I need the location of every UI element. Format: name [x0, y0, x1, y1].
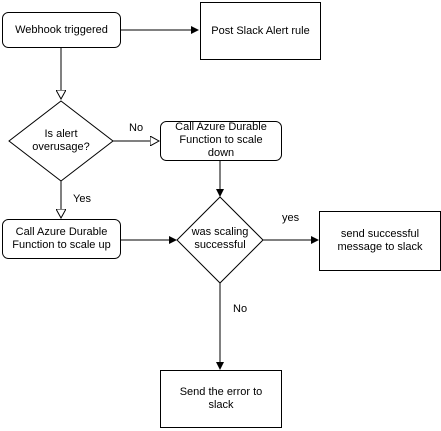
was-scaling-successful-label: was scaling successful — [191, 226, 249, 251]
send-error-node-label: Send the error to slack — [179, 386, 263, 411]
webhook-node-label: Webhook triggered — [15, 23, 108, 36]
edge-label-yes-scale-up: Yes — [72, 193, 92, 206]
post-slack-rule-node-label: Post Slack Alert rule — [211, 24, 310, 37]
send-success-node-shape — [319, 211, 441, 271]
post-slack-rule-node-shape — [200, 2, 321, 60]
send-success-node-label: send successful message to slack — [337, 228, 423, 253]
send-error-node-shape — [160, 370, 282, 428]
webhook-node-shape — [2, 12, 121, 48]
call-scale-down-node-shape — [160, 121, 282, 161]
edge-label-no-scale-down: No — [128, 122, 145, 135]
call-scale-down-node-label: Call Azure Durable Function to scale dow… — [175, 120, 267, 159]
edge-label-no-error: No — [232, 303, 249, 316]
is-alert-overusage-label: Is alert overusage? — [32, 128, 90, 153]
edge-label-yes-success: yes — [281, 212, 301, 225]
call-scale-up-node-label: Call Azure Durable Function to scale up — [12, 226, 111, 251]
call-scale-up-node-shape — [2, 219, 121, 259]
